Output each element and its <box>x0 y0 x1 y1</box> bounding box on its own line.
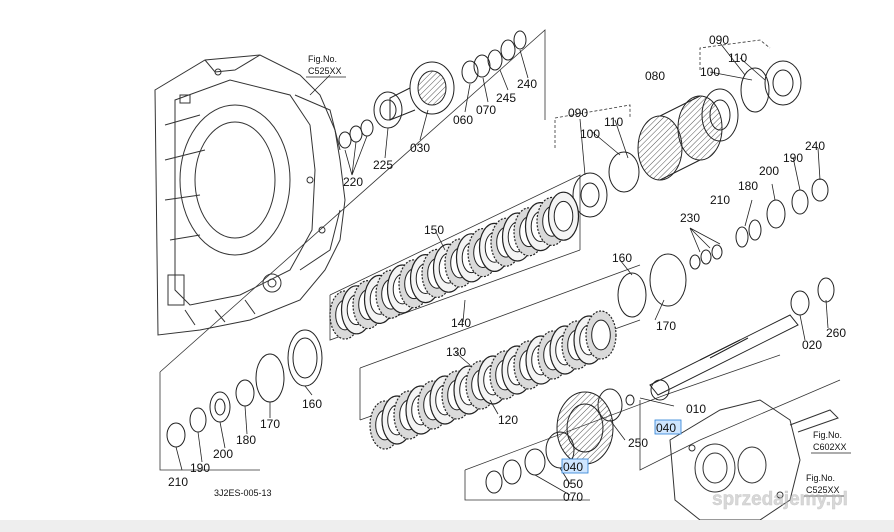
label-140: 140 <box>451 316 471 330</box>
label-010: 010 <box>686 402 706 416</box>
label-200-left: 200 <box>213 447 233 461</box>
transmission-housing-drawing <box>154 54 346 336</box>
label-030: 030 <box>410 141 430 155</box>
fig-ref-top-title: Fig.No. <box>308 54 337 64</box>
label-200-right: 200 <box>759 164 779 178</box>
label-220: 220 <box>343 175 363 189</box>
label-210-left: 210 <box>168 475 188 489</box>
label-070-top: 070 <box>476 103 496 117</box>
fig-ref-bottom-code: C525XX <box>806 485 840 495</box>
label-190-right: 190 <box>783 151 803 165</box>
drawing-code: 3J2ES-005-13 <box>214 488 272 498</box>
label-245: 245 <box>496 91 516 105</box>
highlight-040-bottom <box>561 458 589 474</box>
fig-ref-top-code: C525XX <box>308 66 342 76</box>
label-110-left: 110 <box>604 115 623 129</box>
left-bearing-group <box>166 329 323 448</box>
part-number-labels: 220 225 030 060 070 245 240 090 100 110 … <box>168 33 846 504</box>
label-100-left: 100 <box>580 127 600 141</box>
lower-gear-assembly <box>485 391 614 494</box>
label-160-right: 160 <box>612 251 632 265</box>
lower-clutch-disc-stack <box>369 310 617 450</box>
label-090-right: 090 <box>709 33 729 47</box>
fig-ref-top: Fig.No. C525XX <box>306 54 346 78</box>
label-260: 260 <box>826 326 846 340</box>
label-190-left: 190 <box>190 461 210 475</box>
label-040-bottom: 040 <box>563 460 583 474</box>
label-170-right: 170 <box>656 319 676 333</box>
label-240-top: 240 <box>517 77 537 91</box>
upper-clutch-disc-stack <box>329 191 580 340</box>
clutch-disc-bore <box>553 200 574 232</box>
label-160-left: 160 <box>302 397 322 411</box>
watermark-text: sprzedajemy.pl <box>712 489 848 510</box>
leader-lines <box>175 42 829 496</box>
label-050: 050 <box>563 477 583 491</box>
label-060: 060 <box>453 113 473 127</box>
label-040-right: 040 <box>656 421 676 435</box>
label-180-right: 180 <box>738 179 758 193</box>
clutch-disc-bore <box>591 319 611 351</box>
label-080: 080 <box>645 69 665 83</box>
label-020: 020 <box>802 338 822 352</box>
label-210-right: 210 <box>710 193 730 207</box>
label-230: 230 <box>680 211 700 225</box>
label-250: 250 <box>628 436 648 450</box>
label-170-left: 170 <box>260 417 280 431</box>
label-120: 120 <box>498 413 518 427</box>
label-100-right: 100 <box>700 65 720 79</box>
clutch-hub-cluster <box>572 60 829 318</box>
fig-ref-bottom: Fig.No. C525XX <box>804 473 844 497</box>
label-150: 150 <box>424 223 444 237</box>
label-090-left: 090 <box>568 106 588 120</box>
fig-ref-right-code: C602XX <box>813 442 847 452</box>
main-shaft <box>597 277 835 422</box>
sprzedajemy-watermark: sprzedajemy.pl <box>712 489 848 510</box>
label-070-bottom: 070 <box>563 490 583 504</box>
top-gear-cluster <box>338 30 527 149</box>
highlight-040-right <box>654 419 682 435</box>
label-225: 225 <box>373 158 393 172</box>
label-180-left: 180 <box>236 433 256 447</box>
fig-ref-right-title: Fig.No. <box>813 430 842 440</box>
label-240-right: 240 <box>805 139 825 153</box>
label-110-right: 110 <box>728 51 747 65</box>
rear-cover-drawing <box>669 399 839 521</box>
bottom-strip <box>0 520 894 532</box>
fig-ref-right: Fig.No. C602XX <box>811 430 851 454</box>
label-130: 130 <box>446 345 466 359</box>
fig-ref-bottom-title: Fig.No. <box>806 473 835 483</box>
